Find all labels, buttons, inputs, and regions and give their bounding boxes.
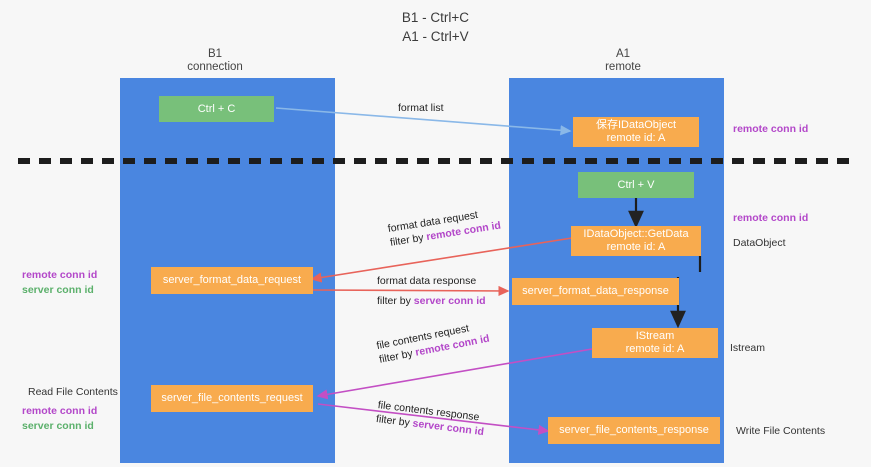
- node-ctrl-c[interactable]: Ctrl + C: [159, 96, 274, 122]
- edge-label-file-contents-request: file contents request filter by remote c…: [375, 318, 491, 367]
- side-label-read-file-contents: Read File Contents: [28, 385, 118, 400]
- side-label-write-file-contents-text: Write File Contents: [736, 425, 826, 437]
- filter-prefix: filter by: [375, 412, 414, 430]
- lane-header-b1: B1 connection: [150, 48, 280, 74]
- side-label-left-conn-ids: remote conn id server conn id: [22, 268, 97, 298]
- node-server-file-contents-response-label: server_file_contents_response: [559, 424, 709, 436]
- side-label-istream-text: Istream: [730, 342, 766, 354]
- edge-label-format-data-response-line1: format data response: [377, 275, 477, 287]
- side-label-left-remote-conn: remote conn id: [22, 269, 98, 281]
- side-label-remote-conn-top: remote conn id: [733, 122, 808, 137]
- lane-header-b1-name: B1: [207, 48, 223, 60]
- lane-header-b1-sub: connection: [187, 61, 243, 73]
- edge-label-format-data-request: format data request filter by remote con…: [387, 205, 502, 250]
- node-save-idataobject[interactable]: 保存IDataObject remote id: A: [573, 117, 699, 147]
- page-title-line-1: B1 - Ctrl+C: [401, 10, 470, 25]
- node-ctrl-c-label: Ctrl + C: [197, 102, 236, 115]
- node-save-idataobject-line1: 保存IDataObject: [595, 119, 677, 131]
- side-label-read-file-contents-text: Read File Contents: [28, 386, 118, 398]
- lane-header-a1-sub: remote: [605, 61, 641, 73]
- edge-label-format-data-response: format data response filter by server co…: [377, 274, 486, 308]
- edge-label-format-list: format list: [398, 101, 444, 115]
- node-idataobject-getdata[interactable]: IDataObject::GetData remote id: A: [571, 226, 701, 256]
- side-label-dataobject: DataObject: [733, 236, 786, 251]
- node-getdata-line1: IDataObject::GetData: [583, 228, 689, 240]
- side-label-istream: Istream: [730, 341, 765, 356]
- lane-header-a1: A1 remote: [558, 48, 688, 74]
- node-ctrl-v-label: Ctrl + V: [617, 178, 655, 191]
- side-label-remote-conn-mid-text: remote conn id: [733, 212, 809, 224]
- node-ctrl-v[interactable]: Ctrl + V: [578, 172, 694, 198]
- node-istream[interactable]: IStream remote id: A: [592, 328, 718, 358]
- node-server-format-data-request[interactable]: server_format_data_request: [151, 267, 313, 294]
- node-server-file-contents-response[interactable]: server_file_contents_response: [548, 417, 720, 444]
- node-istream-line2: remote id: A: [625, 343, 685, 355]
- node-server-file-contents-request-label: server_file_contents_request: [161, 392, 303, 404]
- node-getdata-line2: remote id: A: [606, 241, 666, 253]
- edge-label-format-data-response-filter: filter by server conn id: [377, 294, 486, 308]
- side-label-left-conn-ids-2: remote conn id server conn id: [22, 404, 97, 434]
- node-istream-line1: IStream: [635, 330, 675, 342]
- side-label-left-server-conn: server conn id: [22, 284, 94, 296]
- node-server-file-contents-request[interactable]: server_file_contents_request: [151, 385, 313, 412]
- edge-label-format-list-text: format list: [398, 102, 444, 114]
- page-title: B1 - Ctrl+C A1 - Ctrl+V: [0, 8, 871, 46]
- node-server-format-data-response[interactable]: server_format_data_response: [512, 278, 679, 305]
- node-server-format-data-request-label: server_format_data_request: [162, 274, 302, 286]
- page-title-line-2: A1 - Ctrl+V: [402, 29, 469, 44]
- edge-label-file-contents-response: file contents response filter by server …: [375, 398, 486, 439]
- side-label-left-server-conn-2: server conn id: [22, 420, 94, 432]
- side-label-remote-conn-top-text: remote conn id: [733, 123, 809, 135]
- node-server-format-data-response-label: server_format_data_response: [522, 285, 669, 297]
- side-label-left-remote-conn-2: remote conn id: [22, 405, 98, 417]
- filter-prefix: filter by: [377, 295, 414, 307]
- side-label-dataobject-text: DataObject: [733, 237, 786, 249]
- side-label-write-file-contents: Write File Contents: [736, 424, 825, 439]
- filter-key: server conn id: [413, 295, 486, 307]
- lane-header-a1-name: A1: [615, 48, 631, 60]
- node-save-idataobject-line2: remote id: A: [606, 132, 666, 144]
- side-label-remote-conn-mid: remote conn id: [733, 211, 808, 226]
